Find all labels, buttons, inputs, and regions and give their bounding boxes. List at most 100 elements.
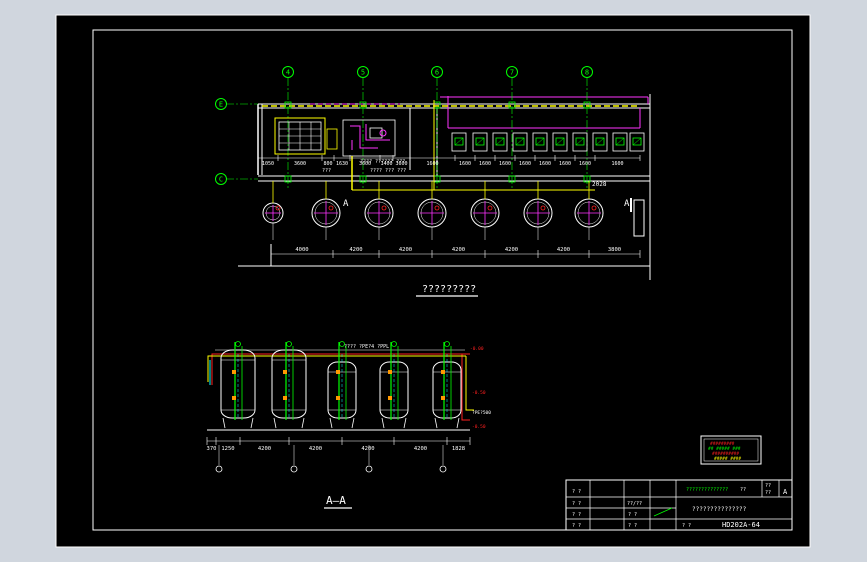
axis-bubble-E bbox=[215, 98, 227, 110]
tank-plan bbox=[417, 181, 447, 240]
filter-cabinet bbox=[592, 132, 608, 152]
title-project: ??????????????? bbox=[692, 506, 747, 513]
axis-bubble-5 bbox=[357, 66, 369, 78]
axis-label-4: 4 bbox=[286, 69, 290, 77]
dim-text-top: 1600 bbox=[459, 161, 471, 167]
filter-cabinet bbox=[451, 132, 467, 152]
filter-cabinet bbox=[552, 132, 568, 152]
filter-cabinet-row bbox=[451, 132, 645, 152]
axis-label-6: 6 bbox=[435, 69, 439, 77]
dim-text-top: 3600 bbox=[294, 161, 306, 167]
title-phase: A bbox=[783, 488, 788, 496]
dim-text-top: 1630 bbox=[336, 161, 348, 167]
tank-plan bbox=[311, 181, 341, 240]
filter-cabinet bbox=[492, 132, 508, 152]
filter-cabinet bbox=[472, 132, 488, 152]
section-axis-bubble bbox=[215, 465, 223, 473]
plan-annotation-2: ??? bbox=[322, 168, 331, 174]
legend-line-3: ########## bbox=[712, 451, 739, 457]
tank-section-row bbox=[220, 341, 462, 429]
title-row-2: ? ? bbox=[572, 501, 581, 507]
dim-text-bottom: 4200 bbox=[505, 247, 518, 253]
tank-plan bbox=[523, 181, 553, 240]
dim-text-top: 1600 bbox=[426, 161, 438, 167]
section-axis-bubble bbox=[439, 465, 447, 473]
title-row-3: ? ? bbox=[572, 512, 581, 518]
title-scale-label: ?? bbox=[740, 487, 746, 493]
tank-plan bbox=[364, 181, 394, 240]
filter-cabinet bbox=[629, 132, 645, 152]
dim-text-bottom: 4200 bbox=[349, 247, 362, 253]
column-bottom-7 bbox=[508, 175, 516, 183]
section-view: ???? ?PE?4 ?PPL -0.00 -0.50 -0.50 ?PE?50… bbox=[207, 341, 491, 509]
tank-section bbox=[220, 341, 256, 429]
section-pipe-red-top bbox=[211, 353, 470, 385]
title-sheet-label: ?? bbox=[765, 483, 771, 489]
section-elev-3: -0.50 bbox=[472, 424, 486, 430]
legend-line-2: ## ##### ### bbox=[708, 446, 741, 452]
filter-cabinet bbox=[612, 132, 628, 152]
dim-text-top: 1050 bbox=[262, 161, 274, 167]
tank-section bbox=[379, 341, 409, 429]
section-title: A—A bbox=[326, 494, 346, 507]
section-pipe-label: ???? ?PE?4 ?PPL bbox=[344, 344, 389, 350]
legend-line-4: ##### #### bbox=[714, 456, 741, 462]
dim-text-top: 1600 bbox=[559, 161, 571, 167]
section-note: ?PE?500 bbox=[472, 410, 491, 416]
axis-bubble-C bbox=[215, 173, 227, 185]
dim-text-bottom: 4200 bbox=[452, 247, 465, 253]
plan-walls bbox=[238, 94, 651, 280]
tank-section bbox=[327, 341, 357, 429]
dim-text-bottom: 4200 bbox=[557, 247, 570, 253]
dim-text-bottom: 4200 bbox=[399, 247, 412, 253]
axis-label-5: 5 bbox=[361, 69, 365, 77]
title-review: ??/?? bbox=[627, 501, 642, 507]
column-top-5 bbox=[359, 101, 367, 109]
section-elev-1: -0.00 bbox=[470, 346, 484, 352]
title-block: ?????????????? ??????????????? HD202A-64… bbox=[565, 479, 793, 531]
dim-text-section: 1250 bbox=[221, 446, 234, 452]
axis-label-E: E bbox=[219, 101, 223, 109]
title-row-4: ? ? bbox=[572, 523, 581, 529]
plan-title: ????????? bbox=[422, 284, 476, 295]
dim-text-top: 3600 bbox=[395, 161, 407, 167]
dim-text-top: 1600 bbox=[499, 161, 511, 167]
control-room bbox=[274, 100, 595, 191]
dim-text-top: 1600 bbox=[539, 161, 551, 167]
axis-label-7: 7 bbox=[510, 69, 514, 77]
column-top-8 bbox=[583, 101, 591, 109]
dim-text-bottom: 4000 bbox=[295, 247, 308, 253]
axis-label-8: 8 bbox=[585, 69, 589, 77]
title-company: ?????????????? bbox=[686, 487, 728, 493]
dim-text-top: 1600 bbox=[611, 161, 623, 167]
dim-text-top: 1400 bbox=[380, 161, 392, 167]
column-top-7 bbox=[508, 101, 516, 109]
title-sheet-value: ?? bbox=[765, 490, 771, 496]
dim-text-top: 3600 bbox=[359, 161, 371, 167]
filter-cabinet bbox=[572, 132, 588, 152]
dim-text-section: 4200 bbox=[309, 446, 322, 452]
column-bottom-4 bbox=[284, 175, 292, 183]
right-door bbox=[633, 199, 645, 237]
column-top-4 bbox=[284, 101, 292, 109]
tank-section bbox=[432, 341, 462, 429]
legend-line-1: ######### bbox=[710, 441, 735, 447]
section-axis-bubble bbox=[290, 465, 298, 473]
section-axis-bubble bbox=[365, 465, 373, 473]
inner-frame bbox=[92, 29, 793, 531]
title-design-1: ? ? bbox=[628, 512, 637, 518]
sheet-paper bbox=[56, 15, 810, 547]
outer-frame bbox=[55, 14, 811, 548]
column-bottom-5 bbox=[359, 175, 367, 183]
axis-bubble-7 bbox=[506, 66, 518, 78]
dim-text-section: 4200 bbox=[258, 446, 271, 452]
dim-text-top: 1600 bbox=[519, 161, 531, 167]
tank-plan bbox=[262, 181, 284, 240]
dim-text-top: 800 bbox=[323, 161, 332, 167]
